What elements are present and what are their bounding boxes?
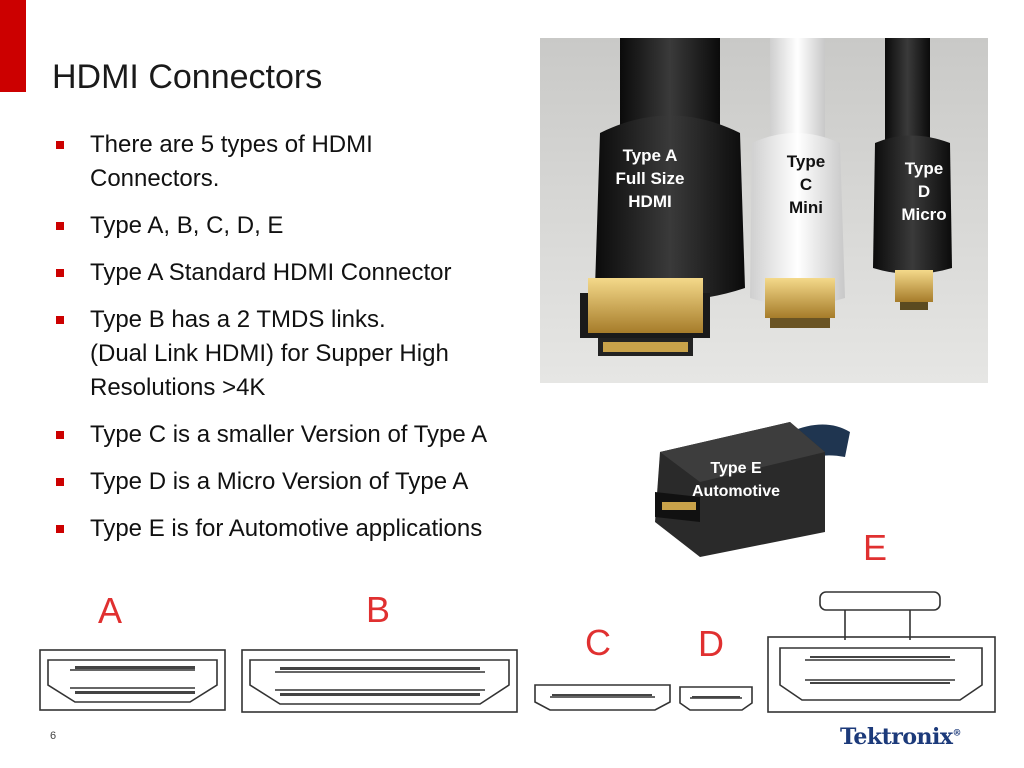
pinout-label-c: C [585,622,611,663]
type-d-label-2: D [918,182,930,201]
pinout-label-d: D [698,623,724,664]
bullet-marker [56,316,64,324]
bullet-line: There are 5 types of HDMI [90,131,373,158]
type-d-label-3: Micro [901,205,946,224]
type-c-label-3: Mini [789,198,823,217]
bullet-line: (Dual Link HDMI) for Supper High [90,340,449,367]
bullet-marker [56,269,64,277]
bullet-marker [56,525,64,533]
bullet-item: Type A, B, C, D, E [52,209,582,243]
bullet-line: Resolutions >4K [90,374,266,401]
bullet-list: There are 5 types of HDMI Connectors. Ty… [52,128,582,559]
type-e-automotive-photo: Type E Automotive [655,422,850,557]
bullet-item: Type B has a 2 TMDS links. (Dual Link HD… [52,303,582,405]
bullet-item: Type A Standard HDMI Connector [52,256,582,290]
pinout-label-b: B [366,589,390,630]
bullet-line: Type D is a Micro Version of Type A [90,468,469,495]
bullet-marker [56,141,64,149]
type-e-label-2: Automotive [692,483,780,500]
tektronix-logo: Tektronix® [840,724,961,750]
bullet-marker [56,431,64,439]
bullet-line: Type A Standard HDMI Connector [90,259,452,286]
bullet-marker [56,222,64,230]
type-a-label-1: Type A [623,146,678,165]
logo-text: Tektronix [840,724,953,750]
registered-mark: ® [952,728,961,739]
type-e-label-1: Type E [710,460,762,477]
hdmi-cables-photo: Type A Full Size HDMI Type C Mini Type D… [540,38,988,383]
bullet-line: Type B has a 2 TMDS links. [90,306,386,333]
bullet-line: Connectors. [90,165,220,192]
bullet-item: Type C is a smaller Version of Type A [52,418,582,452]
slide-title: HDMI Connectors [52,58,323,96]
type-c-label-1: Type [787,152,825,171]
page-number: 6 [50,730,57,742]
bullet-marker [56,478,64,486]
accent-bar [0,0,26,92]
type-a-label-3: HDMI [628,192,671,211]
bullet-item: There are 5 types of HDMI Connectors. [52,128,582,196]
pinout-label-a: A [98,590,122,631]
pinout-label-e: E [863,527,887,568]
bullet-item: Type D is a Micro Version of Type A [52,465,582,499]
bullet-line: Type A, B, C, D, E [90,212,284,239]
bullet-item: Type E is for Automotive applications [52,512,582,546]
bullet-line: Type E is for Automotive applications [90,515,483,542]
type-a-label-2: Full Size [616,169,685,188]
type-d-label-1: Type [905,159,943,178]
bullet-line: Type C is a smaller Version of Type A [90,421,488,448]
type-c-label-2: C [800,175,812,194]
connector-pinout-drawings: A B C D E [39,527,996,713]
